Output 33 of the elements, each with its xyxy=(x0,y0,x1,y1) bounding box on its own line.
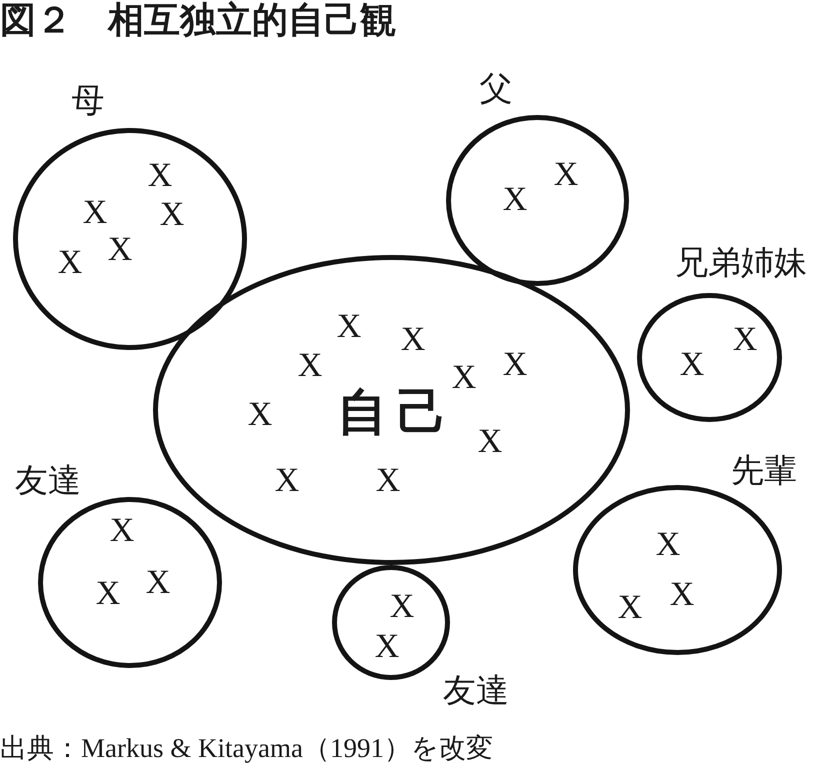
figure-title: 図２ 相互独立的自己観 xyxy=(0,3,396,39)
x-mark: X xyxy=(618,591,642,625)
relation-label: 友達 xyxy=(15,464,81,496)
x-mark: X xyxy=(146,566,170,600)
x-mark: X xyxy=(656,528,680,562)
x-mark: X xyxy=(108,233,132,267)
x-mark: X xyxy=(502,183,528,217)
x-mark: X xyxy=(248,398,272,432)
x-mark: X xyxy=(554,158,578,192)
x-mark: X xyxy=(82,196,108,230)
x-mark: X xyxy=(390,590,414,624)
x-mark: X xyxy=(58,246,82,280)
x-mark: X xyxy=(96,577,120,611)
x-mark: X xyxy=(670,578,694,612)
x-mark: X xyxy=(374,630,400,664)
x-mark: X xyxy=(336,310,362,344)
x-mark: X xyxy=(160,198,184,232)
relation-label: 先輩 xyxy=(731,454,797,486)
relation-label: 父 xyxy=(480,72,512,104)
x-mark: X xyxy=(502,348,528,382)
relation-label: 友達 xyxy=(443,674,509,706)
x-mark: X xyxy=(400,323,426,357)
x-mark: X xyxy=(148,159,172,193)
x-mark: X xyxy=(376,464,400,498)
x-mark: X xyxy=(732,323,758,357)
x-mark: X xyxy=(274,464,300,498)
x-mark: X xyxy=(110,514,134,548)
relation-label: 兄弟姉妹 xyxy=(675,246,807,278)
source-caption: 出典：Markus & Kitayama（1991）を改変 xyxy=(0,735,493,762)
x-mark: X xyxy=(680,348,704,382)
x-mark: X xyxy=(478,425,502,459)
x-mark: X xyxy=(298,349,322,383)
relation-label: 母 xyxy=(72,84,104,116)
